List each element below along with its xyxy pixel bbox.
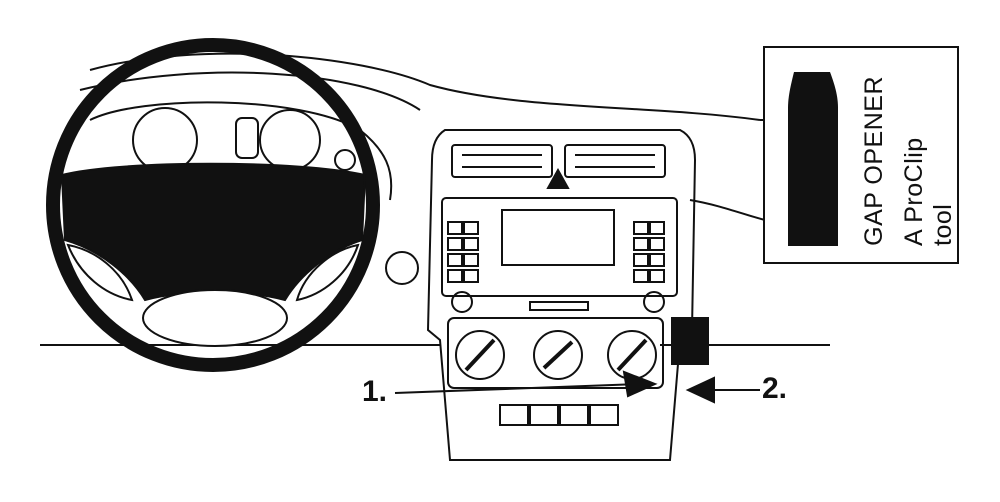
climate-knob-center <box>533 330 583 380</box>
climate-knob-left <box>455 330 505 380</box>
steering-wheel-left-gap <box>66 243 134 302</box>
center-console-outline <box>426 129 697 461</box>
steering-wheel-rim <box>46 38 380 372</box>
arrow-1 <box>394 370 658 398</box>
radio-slot <box>529 301 589 311</box>
hazard-button <box>546 167 570 189</box>
dash-right-mid-line <box>689 199 766 221</box>
gauge-center <box>235 117 259 159</box>
arrow-2 <box>685 376 760 404</box>
gap-opener-subtitle: A ProClip tool <box>900 137 957 246</box>
radio-knob-left <box>451 291 473 313</box>
gauge-right <box>259 109 321 171</box>
air-vent-left <box>451 144 553 178</box>
gap-opener-text: GAP OPENER A ProClip tool <box>858 56 957 246</box>
gap-opener-tool-icon <box>788 72 838 246</box>
step-label-1: 1. <box>362 375 388 408</box>
radio-buttons-right <box>633 221 665 283</box>
mount-bracket <box>671 317 709 365</box>
steering-wheel-right-gap <box>295 243 360 302</box>
gauge-small <box>334 149 356 171</box>
dash-top-line <box>89 52 761 121</box>
step-label-2: 2. <box>762 372 788 405</box>
cluster-hood <box>89 101 393 201</box>
steering-wheel-hub <box>60 162 367 302</box>
radio-buttons-left <box>447 221 479 283</box>
radio-unit <box>441 197 678 297</box>
gap-opener-title: GAP OPENER <box>860 76 888 246</box>
radio-knob-right <box>643 291 665 313</box>
dash-upper-curve <box>79 71 421 111</box>
gauge-left <box>132 107 198 173</box>
steering-wheel-bottom-gap <box>142 289 288 347</box>
lower-switch-row <box>499 404 619 426</box>
air-vent-right <box>564 144 666 178</box>
radio-screen <box>501 209 615 266</box>
side-knob <box>385 251 419 285</box>
